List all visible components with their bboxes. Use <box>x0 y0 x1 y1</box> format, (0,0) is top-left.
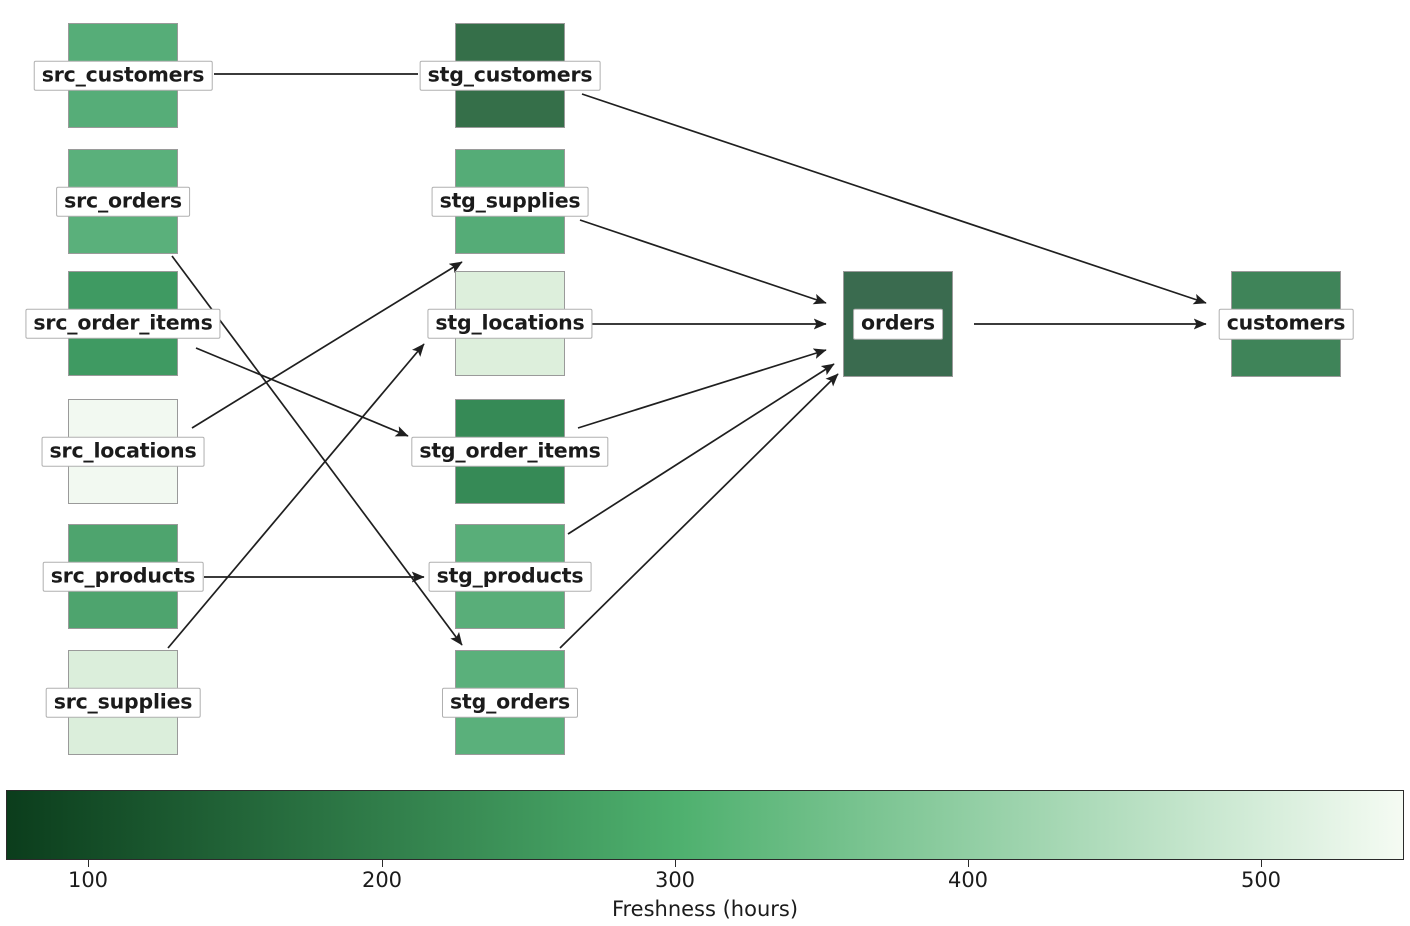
node-label-src_orders: src_orders <box>56 186 190 217</box>
edge-stg_orders-to-orders <box>559 373 839 649</box>
colorbar-tick-mark <box>968 860 969 867</box>
edge-src_order_items-to-stg_order_items <box>195 347 409 437</box>
colorbar-axis-label: Freshness (hours) <box>611 897 799 921</box>
node-label-src_customers: src_customers <box>33 60 213 91</box>
colorbar-tick-label: 100 <box>67 868 109 892</box>
colorbar-tick-label: 200 <box>361 868 403 892</box>
node-label-stg_order_items: stg_order_items <box>411 436 609 467</box>
colorbar-tick-label: 400 <box>947 868 989 892</box>
node-label-stg_supplies: stg_supplies <box>431 186 589 217</box>
colorbar-gradient <box>6 790 1404 860</box>
node-label-src_locations: src_locations <box>41 436 205 467</box>
node-label-stg_products: stg_products <box>428 561 592 592</box>
node-label-stg_locations: stg_locations <box>427 308 593 339</box>
colorbar-tick-mark <box>382 860 383 867</box>
colorbar-tick-mark <box>675 860 676 867</box>
edge-stg_order_items-to-orders <box>577 348 827 429</box>
node-label-stg_orders: stg_orders <box>441 687 579 718</box>
node-label-stg_customers: stg_customers <box>419 60 601 91</box>
edge-src_locations-to-stg_locations <box>191 261 463 429</box>
colorbar-tick-label: 500 <box>1240 868 1282 892</box>
colorbar-tick-mark <box>88 860 89 867</box>
node-label-src_order_items: src_order_items <box>25 308 221 339</box>
node-label-customers: customers <box>1218 308 1354 340</box>
colorbar <box>6 790 1404 860</box>
node-label-orders: orders <box>853 308 943 340</box>
colorbar-tick-label: 300 <box>654 868 696 892</box>
colorbar-tick-mark <box>1261 860 1262 867</box>
node-label-src_products: src_products <box>42 561 204 592</box>
edge-src_supplies-to-stg_supplies <box>167 343 425 649</box>
edge-stg_supplies-to-orders <box>579 219 827 305</box>
node-label-src_supplies: src_supplies <box>45 687 201 718</box>
